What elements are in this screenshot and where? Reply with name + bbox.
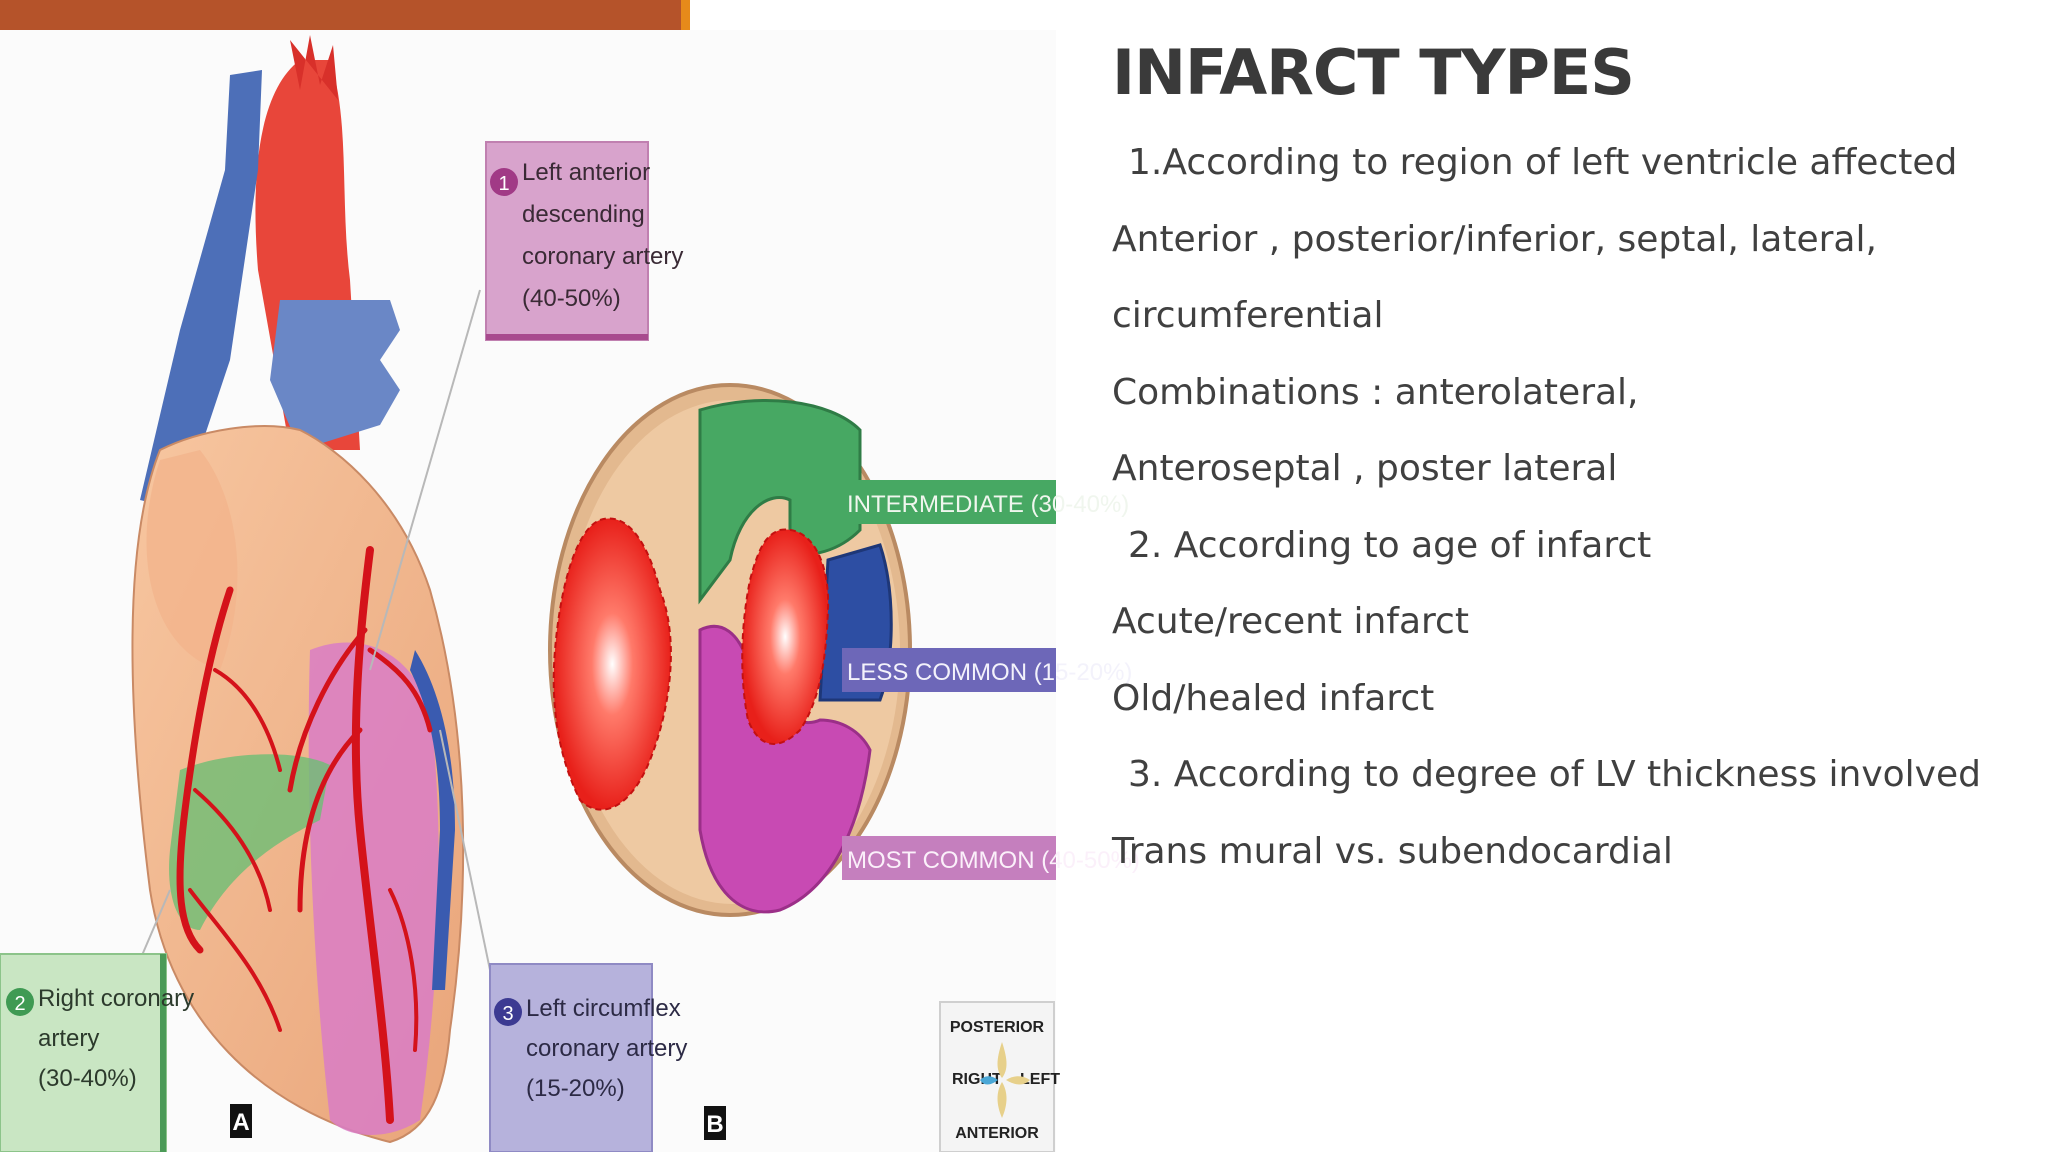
region-tag-intermediate: INTERMEDIATE (30-40%) bbox=[842, 480, 1129, 524]
coronary-artery-figure: 1 Left anterior descending coronary arte… bbox=[0, 30, 1140, 1152]
callout-number-badge bbox=[6, 988, 34, 1016]
body-text-line: circumferential bbox=[1112, 295, 1384, 336]
region-tag-most-common: MOST COMMON (40-50%) bbox=[842, 836, 1140, 880]
section-heading-line: 3. According to degree of LV thickness i… bbox=[1128, 754, 1981, 795]
callout-line: coronary artery bbox=[522, 243, 683, 270]
callout-number: 3 bbox=[502, 1003, 513, 1025]
compass-petal-icon bbox=[1006, 1076, 1030, 1085]
heart-illustration bbox=[131, 35, 491, 1144]
orientation-compass: POSTERIOR RIGHT LEFT ANTERIOR bbox=[939, 1001, 1060, 1152]
slide-text-list: 1.According to region of left ventricle … bbox=[1112, 125, 2012, 890]
compass-left: LEFT bbox=[1020, 1071, 1060, 1088]
body-text-line: Combinations : anterolateral, bbox=[1112, 371, 1639, 413]
callout-lcx: 3 Left circumflex coronary artery (15-20… bbox=[489, 963, 687, 1152]
body-text-line: Acute/recent infarct bbox=[1112, 601, 1469, 642]
callout-line: (30-40%) bbox=[38, 1065, 137, 1092]
callout-line: (15-20%) bbox=[526, 1075, 625, 1102]
slide-content: INFARCT TYPES 1.According to region of l… bbox=[1112, 36, 2012, 890]
body-text-line: Old/healed infarct bbox=[1112, 677, 1435, 719]
body-text-line: Trans mural vs. subendocardial bbox=[1112, 830, 1673, 872]
panel-letter-a: A bbox=[232, 1109, 249, 1136]
callout-line: Left circumflex bbox=[526, 995, 681, 1022]
callout-line: descending bbox=[522, 201, 645, 228]
callout-lad: 1 Left anterior descending coronary arte… bbox=[485, 141, 683, 341]
panel-letter-b: B bbox=[706, 1111, 723, 1138]
region-tag-text: LESS COMMON (15-20%) bbox=[847, 659, 1132, 686]
region-tag-less-common: LESS COMMON (15-20%) bbox=[842, 648, 1132, 692]
section-heading-line: 2. According to age of infarct bbox=[1128, 524, 1652, 566]
top-accent-bar-tip bbox=[681, 0, 690, 30]
body-text-line: Anteroseptal , poster lateral bbox=[1112, 448, 1618, 489]
top-accent-bar bbox=[0, 0, 690, 30]
region-tag-text: MOST COMMON (40-50%) bbox=[847, 847, 1140, 874]
compass-posterior: POSTERIOR bbox=[950, 1019, 1045, 1036]
callout-number: 2 bbox=[14, 993, 25, 1015]
compass-petal-icon bbox=[980, 1076, 998, 1085]
callout-line: Left anterior bbox=[522, 159, 650, 186]
region-tag-text: INTERMEDIATE (30-40%) bbox=[847, 491, 1129, 518]
callout-number-badge bbox=[490, 168, 518, 196]
section-heading-line: 1.According to region of left ventricle … bbox=[1128, 142, 1958, 183]
compass-petal-icon bbox=[997, 1082, 1007, 1118]
callout-line: (40-50%) bbox=[522, 285, 621, 312]
slide-title: INFARCT TYPES bbox=[1112, 36, 1635, 109]
panel-letter-box bbox=[704, 1106, 726, 1140]
callout-line: Right coronary bbox=[38, 985, 194, 1012]
callout-rca: 2 Right coronary artery (30-40%) bbox=[0, 953, 194, 1152]
callout-line: coronary artery bbox=[526, 1035, 687, 1062]
callout-number-badge bbox=[494, 998, 522, 1026]
compass-anterior: ANTERIOR bbox=[955, 1125, 1039, 1142]
ventricle-cross-section bbox=[548, 383, 912, 917]
body-text-line: Anterior , posterior/inferior, septal, l… bbox=[1112, 218, 1877, 260]
callout-number: 1 bbox=[498, 173, 509, 195]
panel-letter-box bbox=[230, 1104, 252, 1138]
compass-petal-icon bbox=[997, 1042, 1007, 1078]
callout-line: artery bbox=[38, 1025, 99, 1052]
